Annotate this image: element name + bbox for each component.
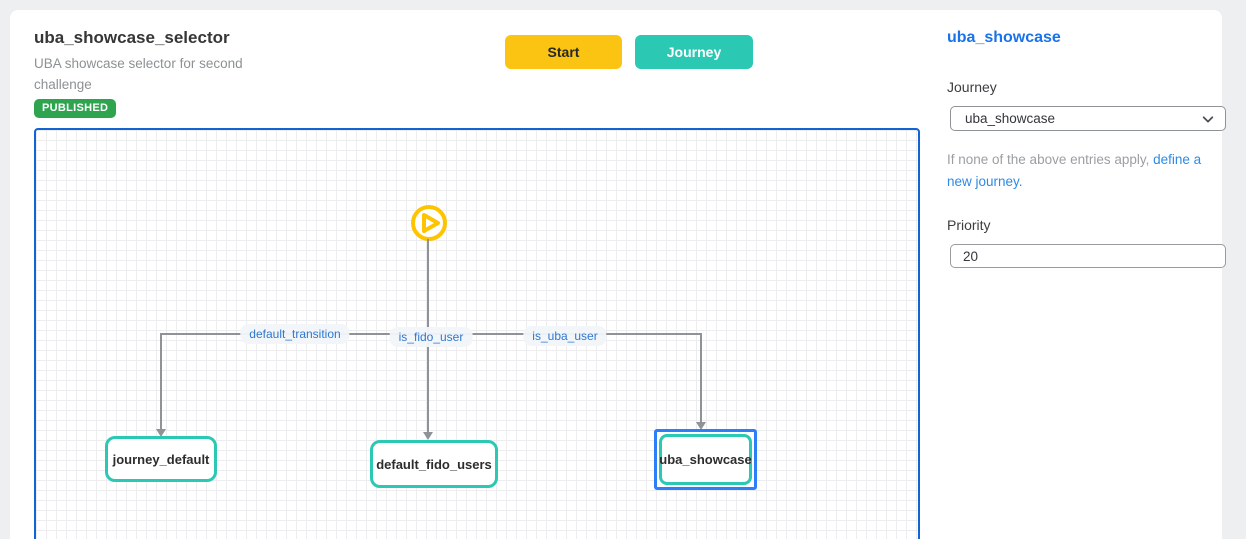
edge-label-is-fido-user[interactable]: is_fido_user <box>389 327 473 347</box>
start-node[interactable] <box>407 201 451 245</box>
edge-right-vertical <box>700 333 702 422</box>
arrowhead-right-icon <box>696 422 706 430</box>
node-uba-showcase[interactable]: uba_showcase <box>659 434 752 485</box>
page-title: uba_showcase_selector <box>34 28 230 47</box>
edge-label-is-uba-user[interactable]: is_uba_user <box>523 326 607 346</box>
journey-select[interactable]: uba_showcase <box>950 106 1226 131</box>
panel-title: uba_showcase <box>947 29 1061 46</box>
status-badge: PUBLISHED <box>34 99 117 118</box>
priority-input[interactable] <box>950 244 1226 268</box>
node-selection-outline: uba_showcase <box>654 429 757 490</box>
page-subtitle: UBA showcase selector for second challen… <box>34 56 243 92</box>
play-circle-icon <box>411 205 447 241</box>
node-journey-default[interactable]: journey_default <box>105 436 217 482</box>
start-button[interactable]: Start <box>505 35 622 69</box>
journey-field-label: Journey <box>947 79 997 95</box>
arrowhead-left-icon <box>156 429 166 437</box>
define-new-journey-link[interactable]: define a new journey. <box>947 152 1202 189</box>
journey-hint-text: If none of the above entries apply, defi… <box>947 149 1229 192</box>
priority-field-label: Priority <box>947 217 991 233</box>
journey-button[interactable]: Journey <box>635 35 753 69</box>
journey-select-value: uba_showcase <box>965 111 1056 126</box>
hint-text: If none of the above entries apply, <box>947 152 1154 167</box>
edge-label-default-transition[interactable]: default_transition <box>240 324 350 344</box>
chevron-down-icon <box>1202 115 1214 122</box>
flow-canvas[interactable]: default_transition is_fido_user is_uba_u… <box>34 128 920 539</box>
edge-left-vertical <box>160 333 162 429</box>
main-card: uba_showcase_selector UBA showcase selec… <box>10 10 1226 539</box>
arrowhead-middle-icon <box>423 432 433 440</box>
node-default-fido-users[interactable]: default_fido_users <box>370 440 498 488</box>
